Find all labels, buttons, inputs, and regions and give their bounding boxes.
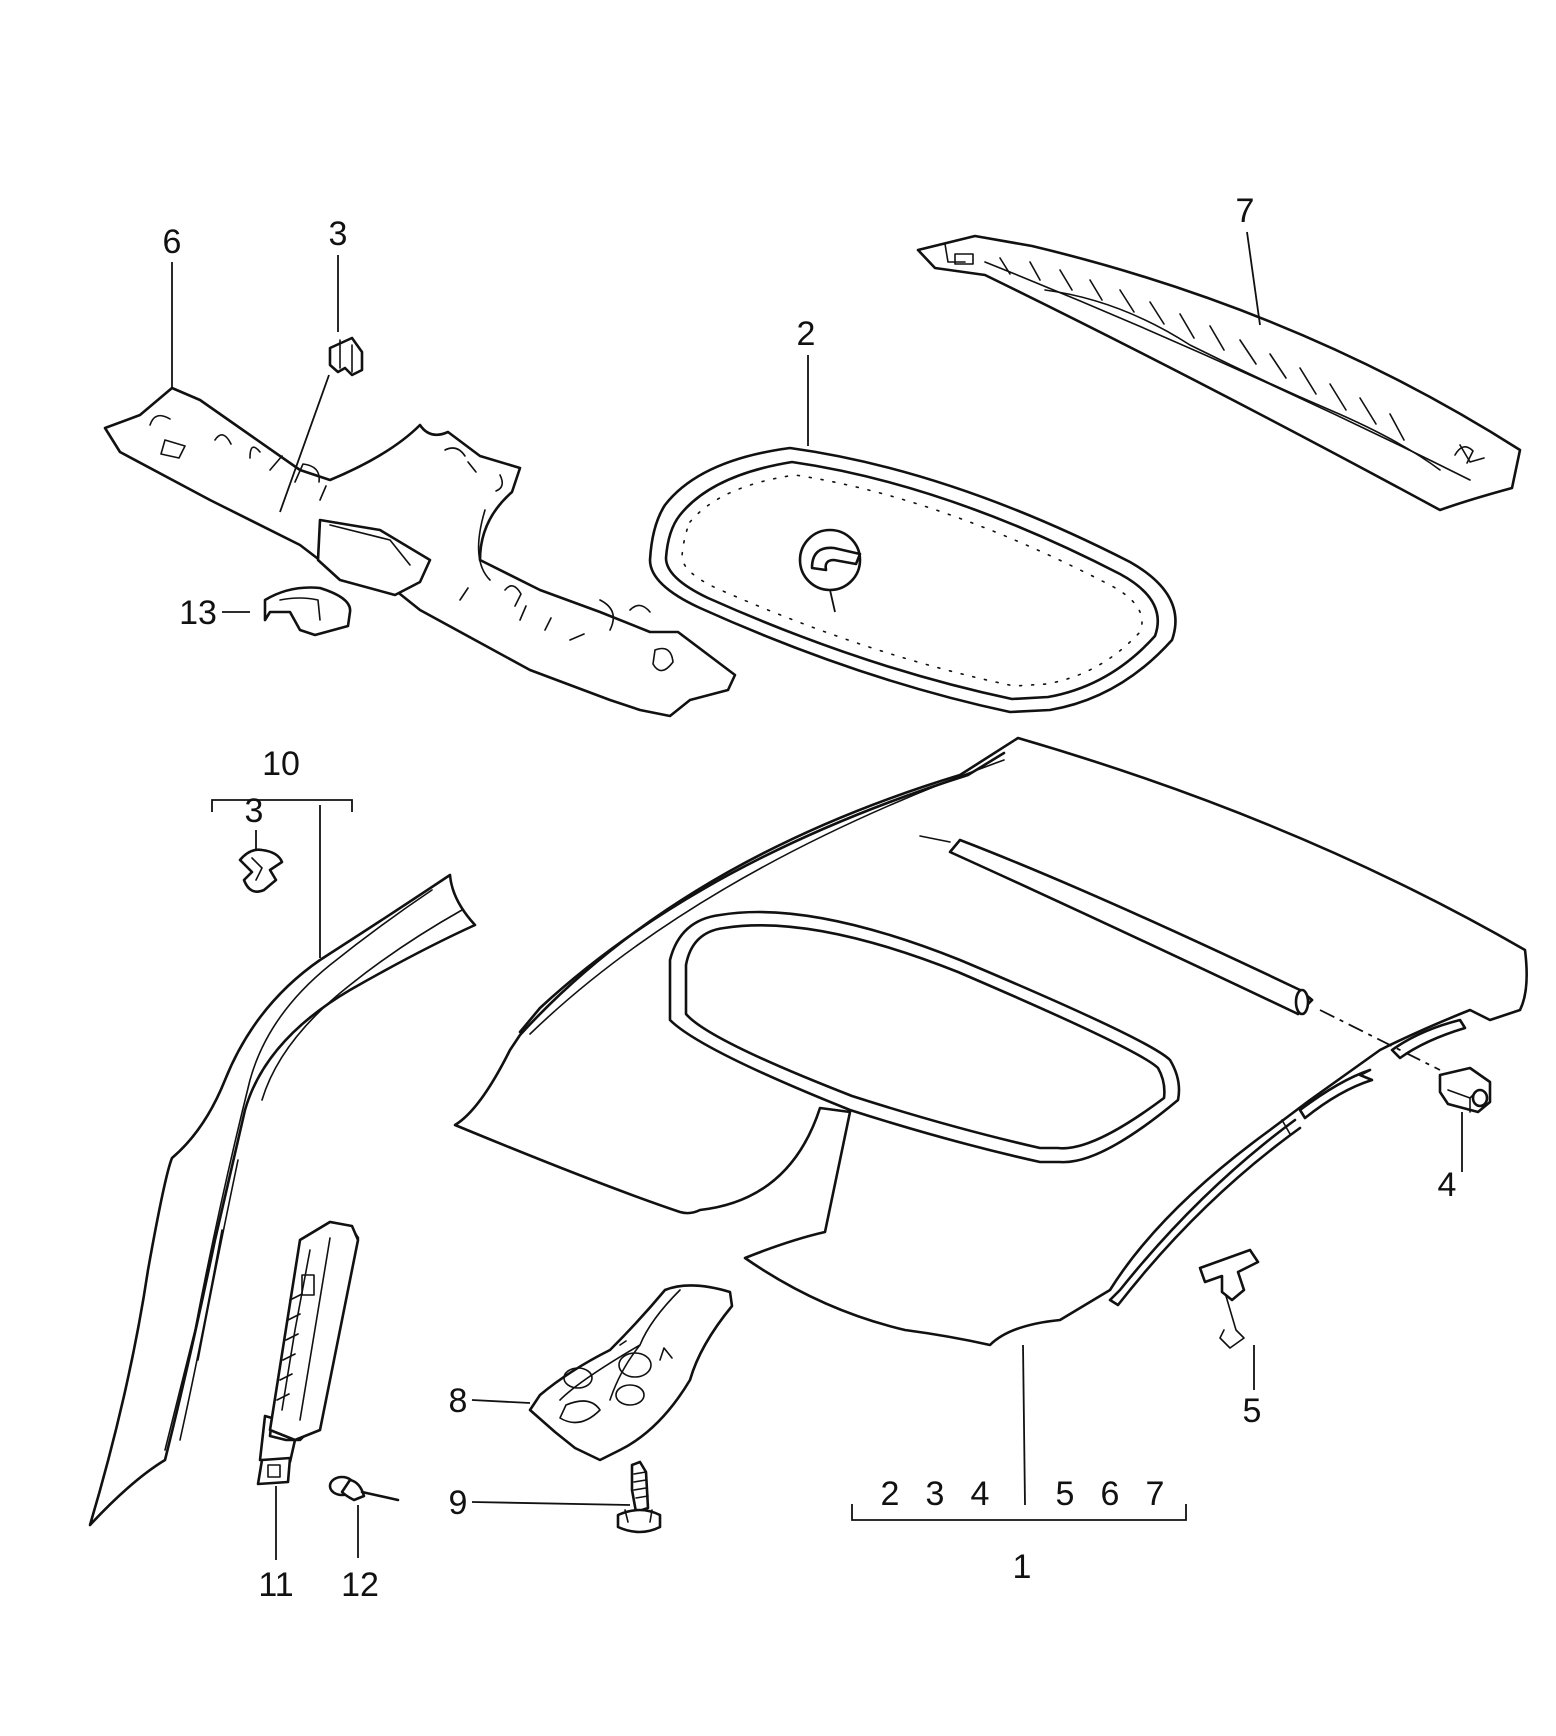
part-13-clip — [222, 586, 352, 637]
group-num: 2 — [881, 1475, 900, 1513]
callout-8: 8 — [449, 1382, 468, 1420]
part-11-pillar-insert — [256, 1220, 360, 1560]
group-num: 5 — [1056, 1475, 1075, 1513]
callout-10: 10 — [262, 745, 300, 783]
callout-3-upper: 3 — [329, 215, 348, 253]
group-num: 7 — [1146, 1475, 1165, 1513]
part-3-clip-upper — [279, 255, 364, 513]
group-numbers: 2 3 4 5 6 7 — [881, 1475, 1165, 1513]
part-4-retainer — [1438, 1066, 1492, 1172]
callout-7: 7 — [1236, 192, 1255, 230]
part-5-clip — [1198, 1248, 1260, 1390]
group-bracket-headliner — [851, 1504, 1187, 1521]
callout-9: 9 — [449, 1484, 468, 1522]
group-num: 3 — [926, 1475, 945, 1513]
group-num: 4 — [971, 1475, 990, 1513]
callout-13: 13 — [179, 594, 217, 632]
leader-lines — [171, 231, 1261, 446]
callout-3-lower: 3 — [245, 792, 264, 830]
callout-4: 4 — [1438, 1166, 1457, 1204]
part-12-rivet — [328, 1475, 400, 1558]
part-10-pillar-trim — [88, 799, 477, 1527]
group-num: 6 — [1101, 1475, 1120, 1513]
callout-1: 1 — [1013, 1548, 1032, 1586]
part-1-headliner — [453, 736, 1528, 1506]
part-3-clip-lower — [238, 830, 284, 893]
callout-6: 6 — [163, 223, 182, 261]
part-2-sunroof-seal — [648, 446, 1177, 714]
part-6-front-header-trim — [103, 386, 737, 718]
callout-labels: 6 3 2 7 13 10 3 4 5 8 9 11 12 1 — [163, 192, 1457, 1604]
callout-11: 11 — [258, 1566, 293, 1604]
callout-2: 2 — [797, 315, 816, 353]
callout-12: 12 — [341, 1566, 379, 1604]
callout-5: 5 — [1243, 1392, 1262, 1430]
part-9-screw — [471, 1460, 662, 1534]
part-7-rear-header-trim — [916, 234, 1522, 512]
part-8-bracket — [471, 1284, 734, 1462]
